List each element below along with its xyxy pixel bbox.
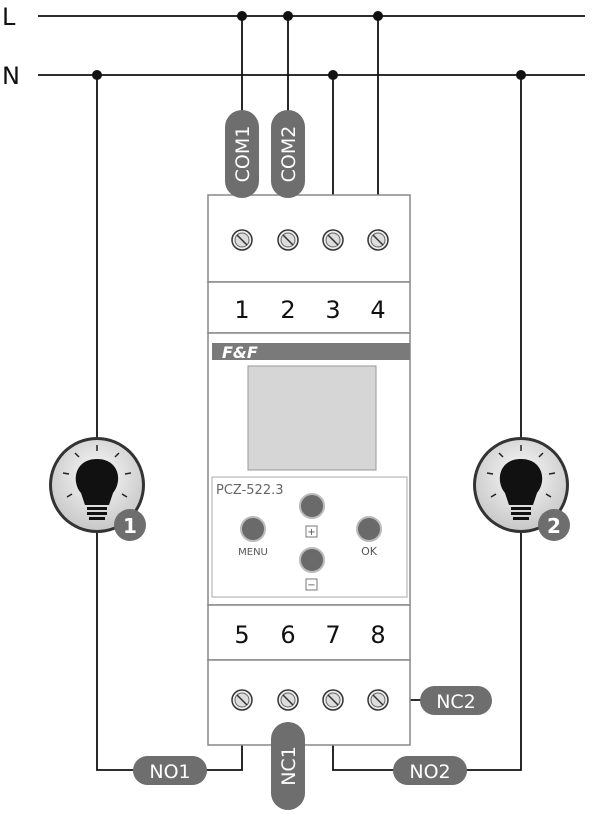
plus-button[interactable] <box>299 493 325 519</box>
line-l-label: L <box>2 3 16 31</box>
ok-button[interactable] <box>356 516 382 542</box>
terminal-2-label: 2 <box>280 296 295 324</box>
model-label: PCZ-522.3 <box>216 483 284 498</box>
svg-text:COM1: COM1 <box>232 126 254 183</box>
no1-tag: NO1 <box>133 756 207 785</box>
lamp-1-icon: 1 <box>48 436 146 541</box>
junction-dots <box>92 11 526 80</box>
menu-label: MENU <box>238 547 268 558</box>
timer-device: F&F PCZ-522.3 <box>207 194 411 746</box>
com2-tag: COM2 <box>271 110 305 198</box>
lamp-2-badge: 2 <box>547 514 561 538</box>
minus-label: − <box>307 580 315 591</box>
nc2-tag: NC2 <box>420 686 492 715</box>
svg-text:NC2: NC2 <box>436 691 476 713</box>
minus-button[interactable] <box>299 547 325 573</box>
terminal-6-label: 6 <box>280 621 295 649</box>
lcd-display <box>247 365 377 471</box>
svg-text:COM2: COM2 <box>278 126 300 183</box>
lamp-2-icon: 2 <box>472 436 570 541</box>
terminal-8-label: 8 <box>370 621 385 649</box>
svg-text:NO2: NO2 <box>409 761 450 783</box>
brand-logo: F&F <box>222 343 258 362</box>
terminal-5-label: 5 <box>234 621 249 649</box>
nc1-tag: NC1 <box>271 722 305 810</box>
line-n-label: N <box>2 62 20 90</box>
terminal-4-label: 4 <box>370 296 385 324</box>
no2-tag: NO2 <box>393 756 467 785</box>
svg-text:NC1: NC1 <box>278 746 300 786</box>
com1-tag: COM1 <box>225 110 259 198</box>
terminal-3-label: 3 <box>325 296 340 324</box>
ok-label: OK <box>361 545 378 558</box>
terminal-7-label: 7 <box>325 621 340 649</box>
svg-text:NO1: NO1 <box>149 761 190 783</box>
lamp-1-badge: 1 <box>123 514 137 538</box>
plus-label: + <box>307 527 315 538</box>
brand-bar <box>212 343 410 360</box>
menu-button[interactable] <box>240 516 266 542</box>
terminal-1-label: 1 <box>234 296 249 324</box>
